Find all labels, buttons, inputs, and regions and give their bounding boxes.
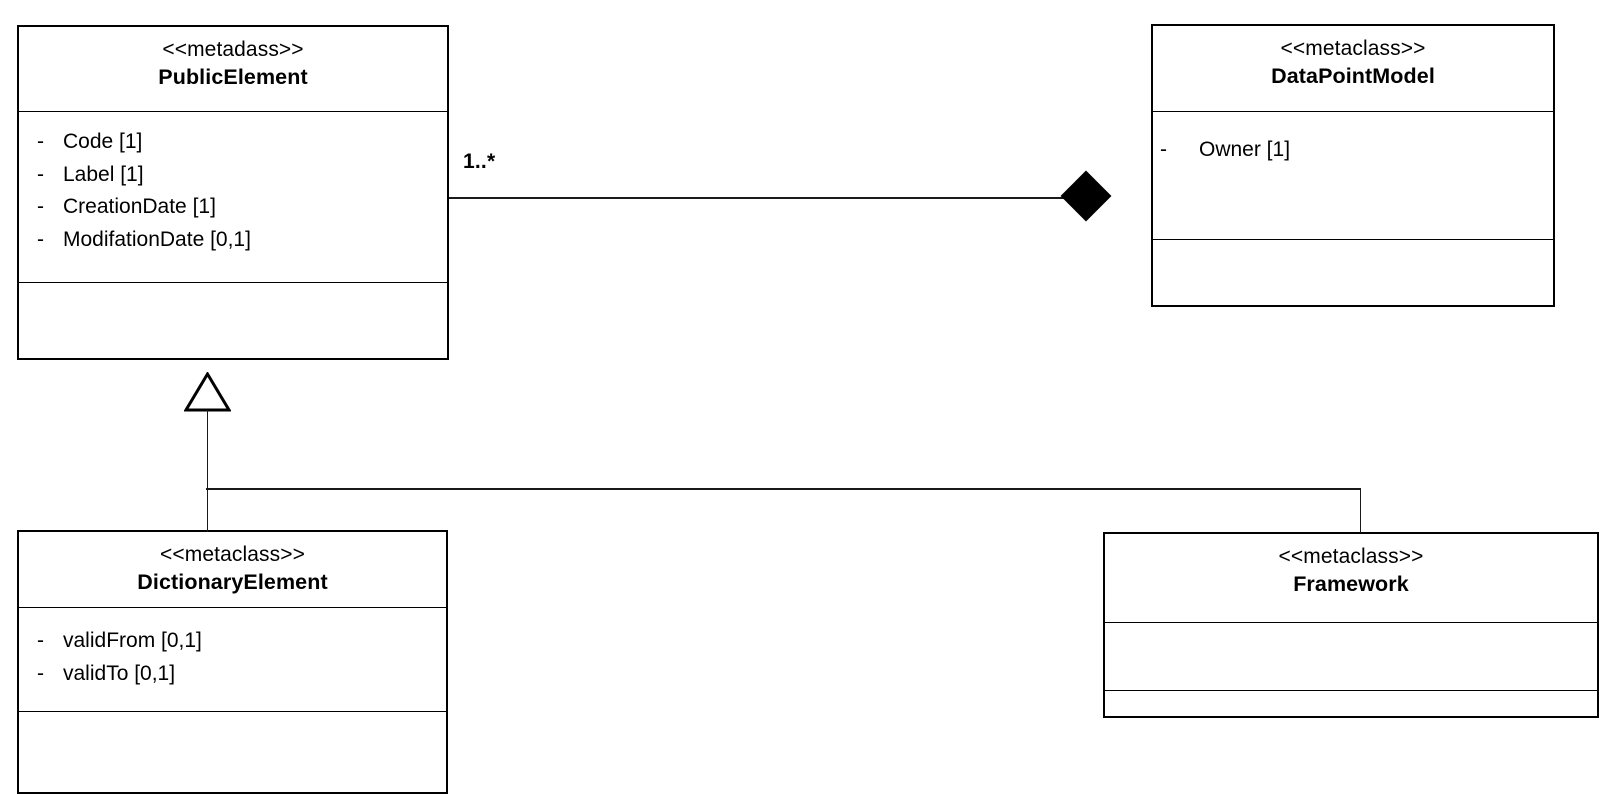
class-box-framework[interactable]: <<metaclass>> Framework: [1103, 532, 1599, 718]
generalization-hollow-triangle-icon: [183, 371, 232, 412]
attribute-name: validTo [0,1]: [63, 661, 176, 685]
attribute-row: - ModifationDate [0,1]: [19, 224, 447, 257]
attribute-visibility: -: [1160, 138, 1167, 161]
class-box-dictionary-element[interactable]: <<metaclass>> DictionaryElement - validF…: [17, 530, 448, 794]
attribute-name: Label [1]: [63, 162, 144, 186]
attribute-name: validFrom [0,1]: [63, 629, 202, 652]
attribute-row: - Label [1]: [19, 159, 447, 192]
class-attributes-dictionary-element: - validFrom [0,1] - validTo [0,1]: [19, 608, 446, 712]
class-name: DictionaryElement: [137, 569, 328, 594]
attribute-row: - validTo [0,1]: [19, 658, 446, 691]
class-operations-data-point-model: [1153, 240, 1553, 305]
class-header-dictionary-element: <<metaclass>> DictionaryElement: [19, 532, 446, 608]
attribute-visibility: -: [37, 629, 44, 652]
attribute-name: Code [1]: [63, 130, 143, 153]
class-header-framework: <<metaclass>> Framework: [1105, 534, 1597, 623]
attribute-visibility: -: [37, 227, 44, 251]
attribute-name: Owner [1]: [1199, 138, 1291, 161]
generalization-line-dictionary-element: [206, 488, 209, 532]
class-operations-public-element: [19, 283, 447, 358]
class-stereotype: <<metaclass>>: [1280, 37, 1426, 60]
class-name: DataPointModel: [1271, 63, 1435, 88]
class-stereotype: <<metadass>>: [162, 38, 304, 61]
class-name: PublicElement: [158, 64, 308, 89]
class-attributes-framework: [1105, 623, 1597, 691]
composition-filled-diamond-icon: [1060, 170, 1112, 222]
attribute-row: - validFrom [0,1]: [19, 625, 446, 658]
attribute-name: ModifationDate [0,1]: [63, 227, 251, 251]
attribute-visibility: -: [37, 195, 44, 219]
class-box-public-element[interactable]: <<metadass>> PublicElement - Code [1] - …: [17, 25, 449, 360]
generalization-bus-line: [206, 488, 1361, 490]
class-header-data-point-model: <<metaclass>> DataPointModel: [1153, 26, 1553, 112]
attribute-row: - Code [1]: [19, 126, 447, 159]
attribute-row: - Owner [1]: [1153, 134, 1553, 167]
class-box-data-point-model[interactable]: <<metaclass>> DataPointModel - Owner [1]: [1151, 24, 1555, 307]
class-name: Framework: [1293, 571, 1409, 596]
class-attributes-public-element: - Code [1] - Label [1] - CreationDate [1…: [19, 112, 447, 283]
generalization-line-framework: [1359, 488, 1362, 533]
class-stereotype: <<metaclass>>: [1278, 545, 1424, 568]
composition-association-line: [449, 197, 1066, 199]
attribute-row: - CreationDate [1]: [19, 191, 447, 224]
attribute-visibility: -: [37, 661, 44, 685]
class-stereotype: <<metaclass>>: [160, 543, 305, 566]
class-attributes-data-point-model: - Owner [1]: [1153, 112, 1553, 240]
generalization-stem-line: [206, 410, 209, 489]
attribute-name: CreationDate [1]: [63, 195, 216, 219]
multiplicity-label-source: 1..*: [463, 150, 496, 173]
attribute-visibility: -: [37, 130, 44, 153]
class-header-public-element: <<metadass>> PublicElement: [19, 27, 447, 112]
class-operations-framework: [1105, 691, 1597, 716]
attribute-visibility: -: [37, 162, 44, 186]
class-operations-dictionary-element: [19, 712, 446, 792]
